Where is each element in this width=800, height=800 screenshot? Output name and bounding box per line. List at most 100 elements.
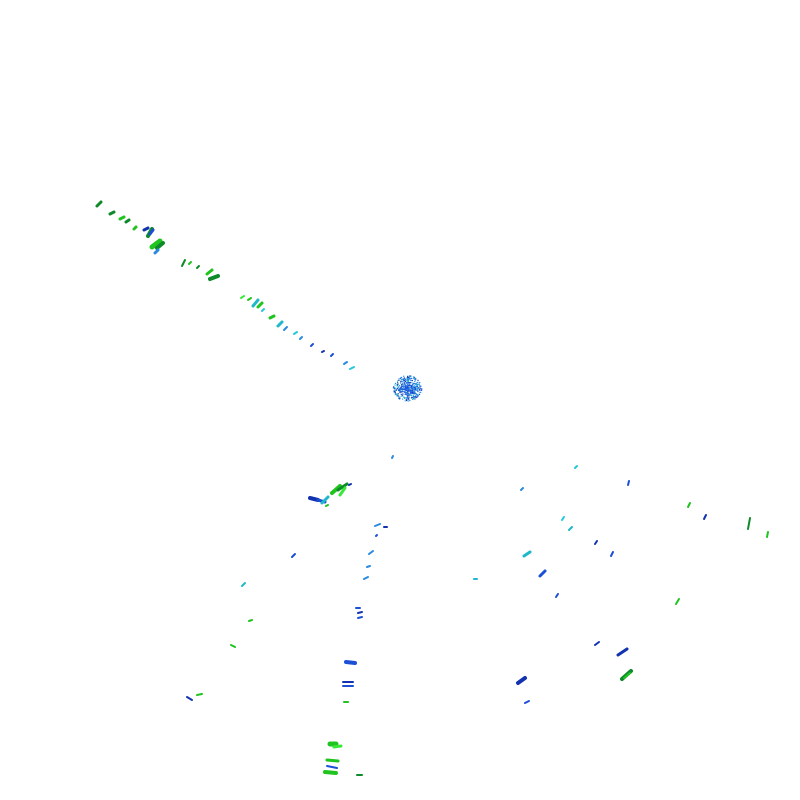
cluster-particle: [406, 398, 408, 400]
cluster-particle: [405, 385, 407, 387]
field-dash: [623, 672, 631, 679]
cluster-particle: [411, 377, 413, 380]
cluster-particle: [412, 397, 415, 399]
cluster-particle: [405, 394, 408, 396]
scattered-dashes: [186, 455, 769, 776]
cluster-particle: [403, 384, 405, 386]
cluster-particle: [418, 385, 421, 387]
cluster-particle: [406, 389, 408, 391]
cluster-particle: [414, 389, 416, 391]
cluster-particle: [397, 380, 399, 382]
cluster-particle: [399, 390, 401, 392]
streak-dash: [118, 215, 126, 221]
field-dash: [248, 619, 253, 622]
cluster-particle: [415, 378, 417, 380]
field-dash: [522, 550, 532, 558]
field-dash: [561, 516, 565, 521]
cluster-particle: [406, 382, 408, 385]
cluster-particle: [403, 388, 405, 390]
cluster-particle: [408, 378, 410, 380]
cluster-particle: [413, 393, 415, 395]
cluster-particle: [415, 395, 417, 397]
cluster-particle: [404, 393, 406, 395]
field-dash: [368, 550, 374, 555]
cluster-particle: [417, 395, 419, 397]
cluster-particle: [397, 388, 399, 390]
cluster-particle: [415, 385, 417, 388]
cluster-particle: [407, 381, 409, 383]
cluster-particle: [409, 400, 411, 402]
cluster-particle: [399, 387, 401, 389]
cluster-particle: [394, 393, 396, 395]
field-dash: [332, 744, 343, 749]
field-dash: [594, 641, 600, 646]
cluster-particle: [396, 395, 398, 397]
cluster-particle: [415, 394, 417, 396]
cluster-particle: [412, 392, 414, 394]
cluster-particle: [417, 390, 419, 392]
streak-dash: [153, 248, 160, 255]
cluster-particle: [411, 395, 413, 397]
cluster-particle: [396, 385, 398, 387]
cluster-particle: [393, 386, 395, 388]
cluster-particle: [405, 379, 407, 381]
cluster-particle: [414, 377, 416, 379]
cluster-particle: [405, 386, 407, 388]
cluster-particle: [413, 390, 415, 392]
streak-dash: [310, 343, 314, 347]
streak-dash: [343, 361, 348, 365]
streak-dash: [251, 298, 260, 308]
streak-dash: [247, 297, 252, 301]
streak-dash: [283, 326, 288, 331]
cluster-particle: [395, 393, 397, 395]
field-dash: [703, 514, 707, 520]
cluster-particle: [412, 391, 414, 393]
cluster-particle: [418, 393, 421, 396]
field-dash: [574, 465, 578, 469]
cluster-particle: [418, 383, 420, 385]
cluster-particle: [400, 381, 402, 383]
field-dash: [616, 647, 629, 657]
cluster-particle: [414, 380, 416, 383]
field-dash: [326, 765, 338, 769]
cluster-particle: [400, 378, 402, 380]
cluster-particle: [412, 395, 415, 397]
cluster-particle: [398, 379, 400, 381]
cluster-particle: [408, 382, 410, 384]
cluster-particle: [402, 395, 404, 397]
cluster-particle: [401, 391, 403, 393]
field-dash: [516, 676, 527, 685]
cluster-particle: [400, 382, 402, 384]
streak-dash: [208, 274, 220, 281]
cluster-particle: [401, 394, 403, 396]
cluster-particle: [399, 389, 401, 391]
cluster-particle: [406, 382, 408, 384]
cluster-particle: [416, 384, 418, 386]
streak-dash: [124, 218, 131, 224]
cluster-particle: [406, 392, 408, 394]
streak-dash: [155, 241, 165, 250]
field-dash: [568, 526, 573, 531]
cluster-particle: [416, 389, 418, 391]
cluster-particle: [406, 380, 408, 382]
field-dash: [374, 523, 381, 527]
cluster-particle: [405, 389, 407, 391]
cluster-particle: [417, 390, 419, 393]
field-dash: [747, 517, 751, 530]
cluster-particle: [409, 382, 411, 384]
cluster-particle: [404, 384, 406, 386]
cluster-particle: [399, 388, 401, 390]
cluster-particle: [414, 388, 416, 390]
cluster-particle: [415, 384, 417, 386]
streak-dash: [108, 210, 116, 216]
field-dash: [344, 660, 357, 665]
streak-dash: [132, 225, 138, 231]
cluster-particle: [416, 394, 418, 396]
cluster-particle: [407, 390, 409, 393]
cluster-particle: [413, 385, 415, 387]
cluster-particle: [408, 396, 410, 398]
cluster-particle: [404, 383, 406, 385]
cluster-particle: [409, 390, 411, 392]
cluster-particle: [409, 378, 411, 380]
cluster-particle: [392, 387, 394, 389]
